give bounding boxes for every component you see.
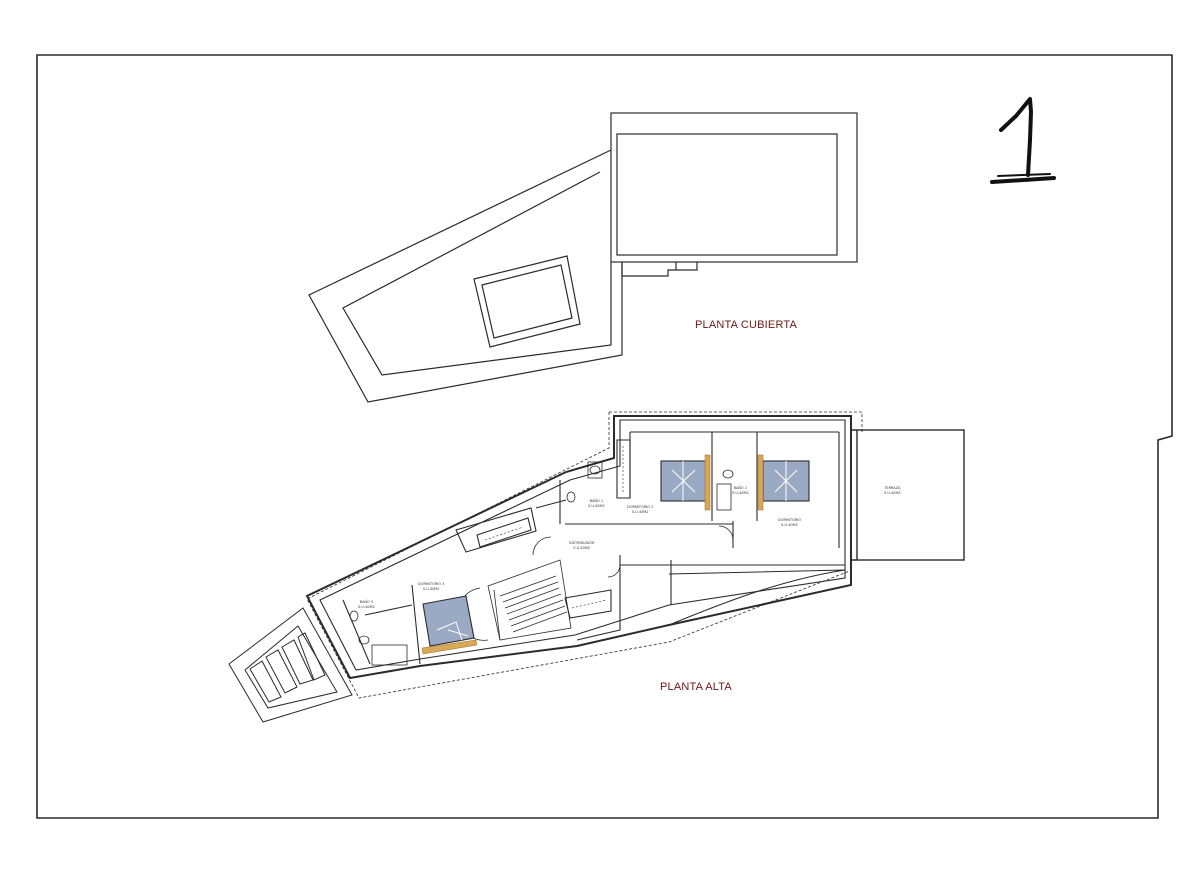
roof-plan bbox=[308, 112, 858, 403]
wardrobe bbox=[564, 589, 612, 619]
wardrobe bbox=[616, 439, 631, 499]
roof-main-block bbox=[610, 112, 858, 263]
overhang-outline bbox=[306, 411, 863, 699]
roof-wing bbox=[308, 149, 623, 403]
sheet-border bbox=[36, 54, 1173, 819]
partition-wall bbox=[455, 507, 537, 553]
wardrobe-hatch bbox=[571, 599, 607, 609]
room-label-bedroom-3: DORMITORIO 3 S.U.40M2 bbox=[418, 582, 445, 591]
bed bbox=[660, 460, 707, 502]
door-swing bbox=[718, 525, 734, 541]
room-label-bath-3: BAÑO 3 S.U.40M2 bbox=[358, 600, 375, 609]
bed bbox=[762, 460, 810, 502]
door-swing bbox=[532, 536, 552, 556]
room-label-bath-2: BAÑO 2 S.U.40M2 bbox=[732, 486, 749, 495]
room-label-hall: DISTRIBUIDOR S.U.40M2 bbox=[569, 541, 595, 550]
roof-plan-title: PLANTA CUBIERTA bbox=[695, 319, 798, 331]
partition-wall bbox=[342, 599, 371, 665]
upper-floor-plan bbox=[305, 411, 863, 699]
room-label-bath-1: BAÑO 1 S.U.40M2 bbox=[588, 499, 605, 508]
roof-skylight-inner bbox=[481, 264, 573, 339]
wardrobe-hatch bbox=[484, 526, 524, 541]
sheet-number-glyph bbox=[990, 97, 1056, 184]
roof-notch bbox=[621, 262, 698, 277]
terrace-block bbox=[851, 429, 965, 561]
stepped-terraces bbox=[228, 607, 353, 723]
room-label-bedroom-2: DORMITORIO 2 S.U.40M2 bbox=[627, 505, 654, 514]
bathroom-fixtures bbox=[349, 461, 734, 666]
door-swing bbox=[607, 564, 621, 578]
exterior-wall bbox=[305, 415, 852, 680]
staircase bbox=[457, 559, 572, 641]
room-label-terrace: TERRAZA S.U.40M2 bbox=[884, 486, 901, 495]
curved-ramp bbox=[668, 569, 846, 626]
partition-wall bbox=[364, 604, 413, 616]
partition-wall bbox=[535, 499, 567, 509]
upper-plan-title: PLANTA ALTA bbox=[660, 681, 732, 693]
roof-wing-inner bbox=[342, 171, 612, 376]
room-label-bedroom-main: DORMITORIO S.U.40M2 bbox=[778, 518, 802, 527]
bed bbox=[422, 595, 475, 647]
partition-wall bbox=[411, 584, 421, 665]
wardrobe bbox=[476, 517, 532, 548]
wood-accent bbox=[421, 454, 764, 655]
partition-wall bbox=[576, 555, 621, 641]
roof-main-block-inner bbox=[616, 133, 838, 256]
roof-skylight bbox=[473, 255, 581, 348]
